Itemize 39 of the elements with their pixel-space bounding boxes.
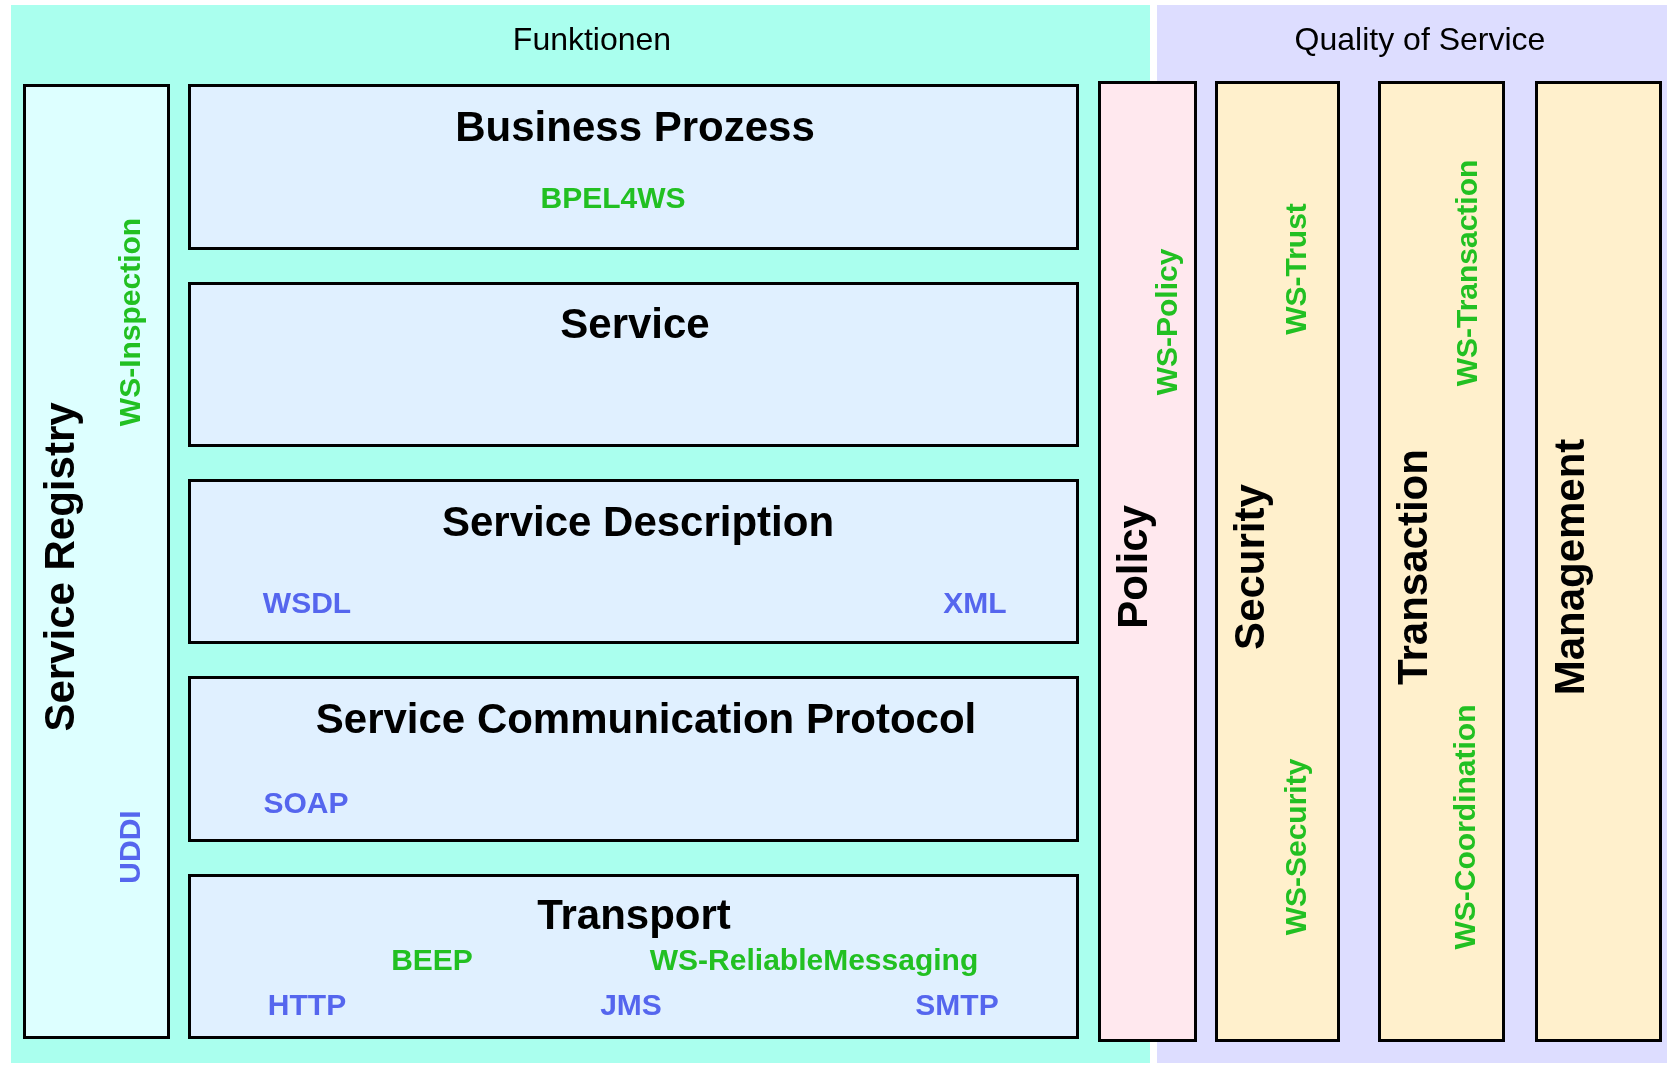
layer-title: Transport: [537, 894, 731, 936]
column-title: Security: [1229, 484, 1271, 650]
standard-label: SMTP: [915, 990, 999, 1020]
standard-label: XML: [943, 588, 1007, 618]
layer-box: [188, 84, 1079, 250]
standard-label: WS-Trust: [1281, 203, 1311, 335]
standard-label: JMS: [600, 990, 662, 1020]
standard-label: BPEL4WS: [540, 183, 686, 213]
layer-box: [188, 479, 1079, 644]
standard-label: HTTP: [267, 990, 347, 1020]
standard-label: WS-Policy: [1152, 248, 1182, 396]
standard-label: WS-Transaction: [1452, 159, 1482, 387]
standard-label: WS-Security: [1281, 758, 1311, 936]
standard-label: WS-Inspection: [115, 217, 145, 427]
layer-box: [188, 282, 1079, 447]
column-title: Management: [1549, 438, 1591, 696]
layer-box: [188, 676, 1079, 842]
registry-column: [23, 84, 170, 1039]
standard-label: SOAP: [263, 788, 349, 818]
panel-heading: Funktionen: [512, 23, 672, 55]
policy-column: [1098, 81, 1197, 1042]
panel-heading: Quality of Service: [1294, 23, 1546, 55]
standard-label: WS-Coordination: [1450, 704, 1480, 950]
standard-label: UDDI: [115, 810, 145, 884]
column-title: Transaction: [1392, 449, 1434, 685]
standard-label: WSDL: [262, 588, 352, 618]
layer-box: [188, 874, 1079, 1039]
quality-column: [1378, 81, 1505, 1042]
standard-label: BEEP: [391, 945, 473, 975]
standard-label: WS-ReliableMessaging: [649, 945, 979, 975]
layer-title: Service Description: [441, 501, 835, 543]
layer-title: Service: [560, 303, 710, 345]
quality-column: [1535, 81, 1662, 1042]
column-title: Policy: [1112, 505, 1154, 629]
quality-panel: [1157, 5, 1667, 1063]
layer-title: Business Prozess: [455, 106, 815, 148]
layer-title: Service Communication Protocol: [315, 698, 977, 740]
quality-column: [1215, 81, 1340, 1042]
column-title: Service Registry: [39, 402, 81, 732]
